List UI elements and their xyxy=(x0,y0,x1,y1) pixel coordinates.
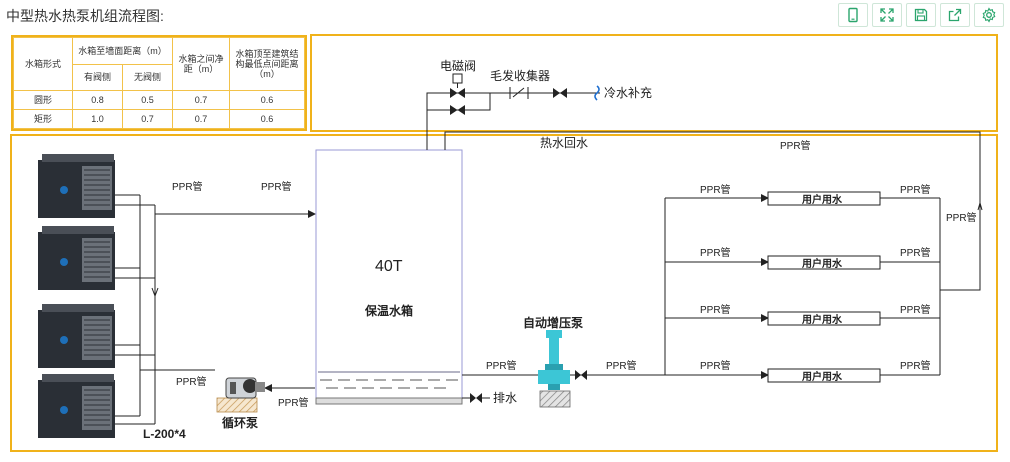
export-icon xyxy=(948,8,962,22)
user-water-label: 用户用水 xyxy=(801,193,843,206)
export-button[interactable] xyxy=(940,3,970,27)
unit-model-label: L-200*4 xyxy=(143,427,186,441)
pipe-label: PPR管 xyxy=(700,183,731,196)
pipe-label: PPR管 xyxy=(700,303,731,316)
heat-pump-unit xyxy=(38,374,115,438)
fullscreen-icon xyxy=(880,8,894,22)
header-valve-side: 有阀侧 xyxy=(72,63,123,92)
tank-spec-table-box: 水箱形式 水箱至墙面距离（m） 水箱之间净距（m） 水箱顶至建筑结构最低点间距离… xyxy=(11,35,307,131)
save-button[interactable] xyxy=(906,3,936,27)
user-water-label: 用户用水 xyxy=(801,313,843,326)
upper-right-frame xyxy=(310,34,998,132)
tank-spec-table: 水箱形式 水箱至墙面距离（m） 水箱之间净距（m） 水箱顶至建筑结构最低点间距离… xyxy=(13,36,305,129)
header-between-tanks: 水箱之间净距（m） xyxy=(172,36,230,92)
hair-collector-label: 毛发收集器 xyxy=(490,68,550,83)
pipe-label: PPR管 xyxy=(172,180,203,193)
fullscreen-button[interactable] xyxy=(872,3,902,27)
booster-pump-icon xyxy=(538,330,571,408)
table-row: 矩形 1.0 0.7 0.7 0.6 xyxy=(13,109,305,129)
pipe-label: PPR管 xyxy=(946,211,977,224)
booster-piping xyxy=(462,198,666,376)
heat-pump-unit xyxy=(38,226,115,290)
pipe-label: PPR管 xyxy=(900,359,931,372)
pipe-label: PPR管 xyxy=(780,139,811,152)
hot-return-label: 热水回水 xyxy=(540,136,588,150)
drain-label: 排水 xyxy=(493,391,517,405)
settings-gear-icon xyxy=(982,7,996,23)
circulation-pump-icon xyxy=(216,377,265,413)
pipe-label: PPR管 xyxy=(700,246,731,259)
page-title: 中型热水热泵机组流程图: xyxy=(6,8,164,24)
pipe-label: PPR管 xyxy=(176,375,207,388)
save-icon xyxy=(914,8,928,22)
booster-valve-icon xyxy=(575,370,587,380)
tank-name: 保温水箱 xyxy=(364,303,413,318)
header-wall-distance: 水箱至墙面距离（m） xyxy=(72,37,173,65)
user-water-label: 用户用水 xyxy=(801,257,843,270)
settings-button[interactable] xyxy=(974,3,1004,27)
user-water-box xyxy=(767,311,881,326)
table-row: 圆形 0.8 0.5 0.7 0.6 xyxy=(13,90,305,111)
tank-capacity: 40T xyxy=(375,258,403,275)
solenoid-valve-label: 电磁阀 xyxy=(440,58,476,73)
user-water-box xyxy=(767,255,881,270)
header-tank-type: 水箱形式 xyxy=(13,36,73,92)
bypass-valve-icon xyxy=(450,105,465,115)
header-no-valve-side: 无阀侧 xyxy=(122,63,173,92)
check-valve-icon xyxy=(553,88,567,98)
booster-pump-label: 自动增压泵 xyxy=(523,315,583,330)
pipe-label: PPR管 xyxy=(486,359,517,372)
heat-pump-unit xyxy=(38,154,115,218)
makeup-piping xyxy=(426,92,983,215)
pipe-label: PPR管 xyxy=(900,183,931,196)
heat-pump-unit xyxy=(38,304,115,368)
user-water-box xyxy=(767,191,881,206)
header-top-clearance: 水箱顶至建筑结构最低点间距离（m） xyxy=(229,36,305,92)
solenoid-valve-icon xyxy=(450,73,465,98)
unit-piping xyxy=(115,194,316,425)
pipe-label: PPR管 xyxy=(700,359,731,372)
cold-water-label: 冷水补充 xyxy=(604,85,652,100)
user-water-label: 用户用水 xyxy=(801,370,843,383)
pipe-label: PPR管 xyxy=(900,246,931,259)
cold-water-inlet-icon xyxy=(594,85,600,101)
pipe-label: PPR管 xyxy=(261,180,292,193)
drain-valve-icon xyxy=(470,393,482,403)
tablet-icon xyxy=(848,7,858,23)
user-water-box xyxy=(767,368,881,383)
insulated-water-tank xyxy=(315,149,463,405)
main-frame xyxy=(10,134,998,452)
toolbar xyxy=(838,3,1004,27)
hair-collector-icon xyxy=(509,87,529,99)
pipe-label: PPR管 xyxy=(606,359,637,372)
pipe-label: PPR管 xyxy=(278,396,309,409)
circulation-pump-label: 循环泵 xyxy=(222,415,258,430)
user-branch-piping xyxy=(665,194,981,379)
tablet-view-button[interactable] xyxy=(838,3,868,27)
pipe-label: PPR管 xyxy=(900,303,931,316)
